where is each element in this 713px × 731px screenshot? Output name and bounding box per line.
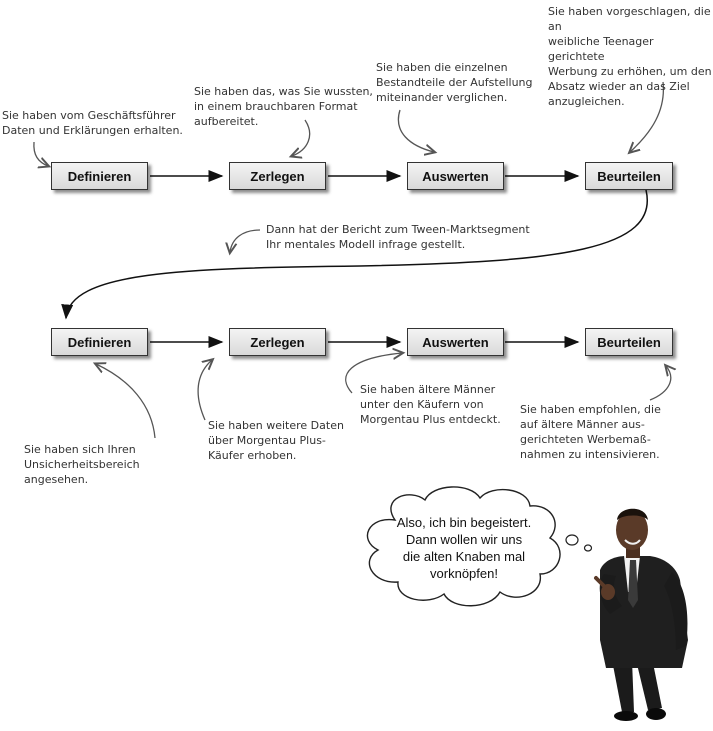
- step-r1-auswerten: Auswerten: [407, 162, 504, 190]
- arrow-row-transition: [61, 189, 648, 320]
- pencil-arrow-r1-beurteilen: [630, 81, 665, 152]
- note-r1-auswerten: Sie haben die einzelnen Bestandteile der…: [376, 61, 533, 104]
- note-r2-beurteilen: Sie haben empfohlen, die auf ältere Männ…: [520, 403, 661, 461]
- pencil-arrow-r2-definieren: [96, 364, 156, 439]
- step-r2-beurteilen: Beurteilen: [585, 328, 673, 356]
- pencil-arrow-r2-zerlegen: [197, 360, 212, 421]
- step-r2-auswerten: Auswerten: [407, 328, 504, 356]
- note-r1-zerlegen: Sie haben das, was Sie wussten, in einem…: [194, 85, 373, 128]
- thought-bubble-text: Also, ich bin begeistert. Dann wollen wi…: [396, 515, 532, 581]
- pencil-arrow-r2-auswerten: [345, 353, 402, 394]
- step-r1-zerlegen: Zerlegen: [229, 162, 326, 190]
- note-r2-definieren: Sie haben sich Ihren Unsicherheitsbereic…: [24, 443, 140, 486]
- note-r2-zerlegen: Sie haben weitere Daten über Morgentau P…: [208, 419, 344, 462]
- step-r2-definieren: Definieren: [51, 328, 148, 356]
- thought-dot-2: [583, 544, 593, 552]
- thought-cloud: [366, 486, 561, 607]
- pencil-arrow-transition: [230, 229, 261, 252]
- step-r1-beurteilen: Beurteilen: [585, 162, 673, 190]
- note-r2-auswerten: Sie haben ältere Männer unter den Käufer…: [360, 383, 501, 426]
- step-r2-zerlegen: Zerlegen: [229, 328, 326, 356]
- pencil-arrow-r2-beurteilen: [649, 366, 671, 401]
- pencil-arrow-r1-definieren: [33, 141, 48, 166]
- note-r1-beurteilen: Sie haben vorgeschlagen, die an weiblich…: [548, 5, 712, 108]
- pencil-arrow-r1-auswerten: [397, 109, 434, 152]
- pencil-arrow-r1-zerlegen: [292, 119, 311, 156]
- note-r1-definieren: Sie haben vom Geschäftsführer Daten und …: [2, 109, 183, 137]
- note-transition: Dann hat der Bericht zum Tween-Marktsegm…: [266, 223, 530, 251]
- person-illustration: [594, 508, 688, 721]
- thought-dot-1: [565, 534, 579, 546]
- step-r1-definieren: Definieren: [51, 162, 148, 190]
